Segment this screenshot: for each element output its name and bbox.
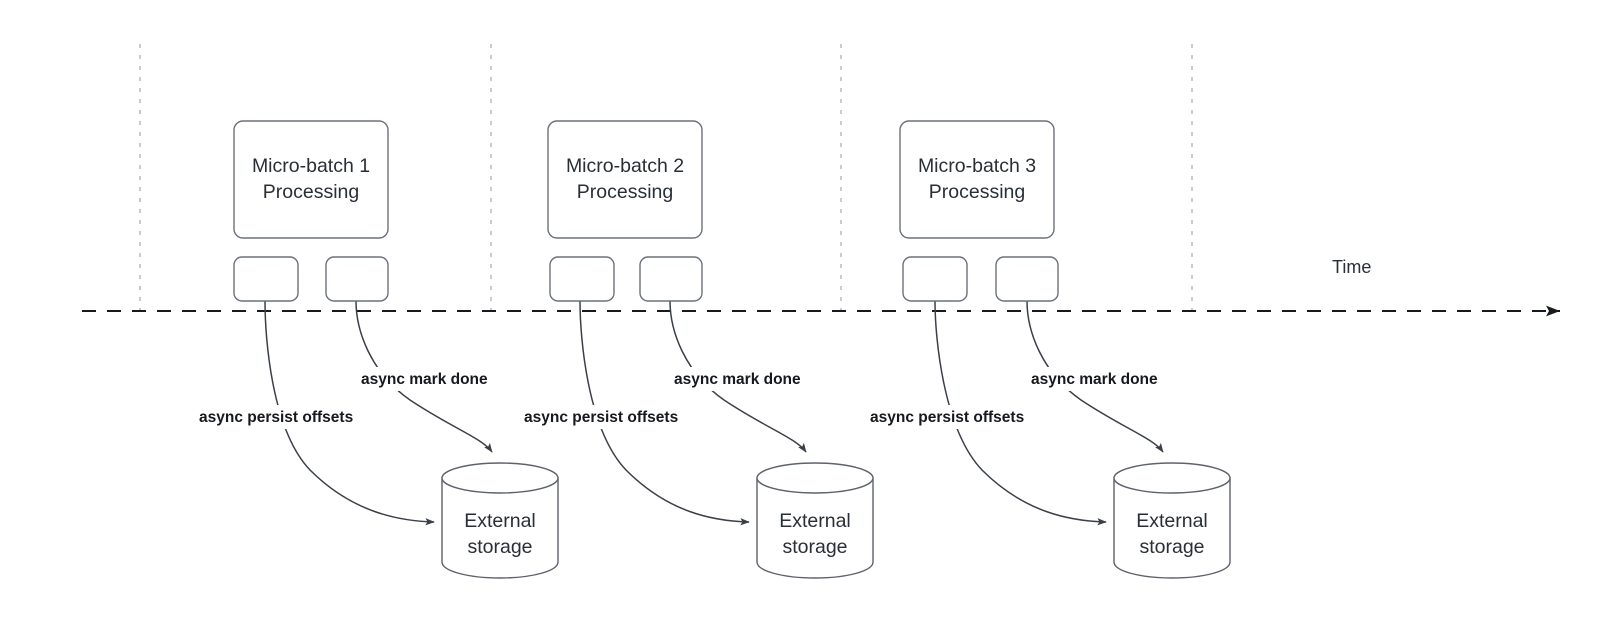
external-storage-3[interactable]: External storage (1113, 462, 1231, 579)
edge-label-persist-offsets-1: async persist offsets (199, 409, 353, 426)
external-storage-1-line2: storage (467, 536, 532, 558)
cylinder-top-3 (1113, 462, 1231, 494)
task-box-persist-2[interactable] (549, 256, 615, 302)
task-box-persist-3[interactable] (902, 256, 968, 302)
label-bg-mark-done-3 (1027, 367, 1173, 391)
edge-label-mark-done-1: async mark done (361, 371, 488, 388)
connector-persist-offsets-2 (579, 300, 750, 526)
edge-label-mark-done-2: async mark done (674, 371, 801, 388)
label-bg-persist-2 (520, 405, 702, 429)
micro-batch-box-1-line2: Processing (263, 181, 359, 203)
label-bg-mark-done-1 (357, 367, 503, 391)
external-storage-2[interactable]: External storage (756, 462, 874, 579)
micro-batch-box-3-line1: Micro-batch 3 (918, 155, 1036, 177)
label-bg-persist-3 (866, 405, 1048, 429)
label-bg-mark-done-2 (670, 367, 816, 391)
micro-batch-box-2-line1: Micro-batch 2 (566, 155, 684, 177)
task-box-mark-done-2[interactable] (639, 256, 703, 302)
external-storage-3-line1: External (1136, 510, 1208, 532)
edge-labels: async persist offsets async mark done as… (195, 367, 1173, 429)
connector-mark-done-2 (669, 300, 807, 453)
external-storage-2-line1: External (779, 510, 851, 532)
edge-label-persist-offsets-3: async persist offsets (870, 409, 1024, 426)
micro-batch-boundaries (139, 44, 1193, 318)
task-box-persist-1[interactable] (233, 256, 299, 302)
task-box-mark-done-1[interactable] (325, 256, 389, 302)
cylinder-top-2 (756, 462, 874, 494)
external-storage-1[interactable]: External storage (441, 462, 559, 579)
connector-persist-offsets-3 (934, 300, 1107, 526)
micro-batch-box-3-line2: Processing (929, 181, 1025, 203)
edge-label-persist-offsets-2: async persist offsets (524, 409, 678, 426)
external-storage-1-line1: External (464, 510, 536, 532)
micro-batch-group-2: Micro-batch 2 Processing (547, 120, 703, 302)
edge-label-mark-done-3: async mark done (1031, 371, 1158, 388)
connectors-group-1 (264, 300, 493, 526)
connector-mark-done-3 (1026, 300, 1164, 453)
micro-batch-box-1[interactable] (233, 120, 389, 239)
cylinder-top-1 (441, 462, 559, 494)
micro-batch-box-3[interactable] (899, 120, 1055, 239)
connector-persist-offsets-1 (264, 300, 435, 526)
connector-mark-done-1 (355, 300, 493, 453)
task-box-mark-done-3[interactable] (995, 256, 1059, 302)
external-storage-3-line2: storage (1139, 536, 1204, 558)
external-storage-2-line2: storage (782, 536, 847, 558)
micro-batch-box-2[interactable] (547, 120, 703, 239)
connectors-group-2 (579, 300, 807, 526)
micro-batch-group-3: Micro-batch 3 Processing (899, 120, 1059, 302)
time-axis-label: Time (1332, 257, 1371, 277)
micro-batch-group-1: Micro-batch 1 Processing (233, 120, 389, 302)
label-bg-persist-1 (195, 405, 377, 429)
micro-batch-box-2-line2: Processing (577, 181, 673, 203)
connectors-group-3 (934, 300, 1164, 526)
micro-batch-box-1-line1: Micro-batch 1 (252, 155, 370, 177)
